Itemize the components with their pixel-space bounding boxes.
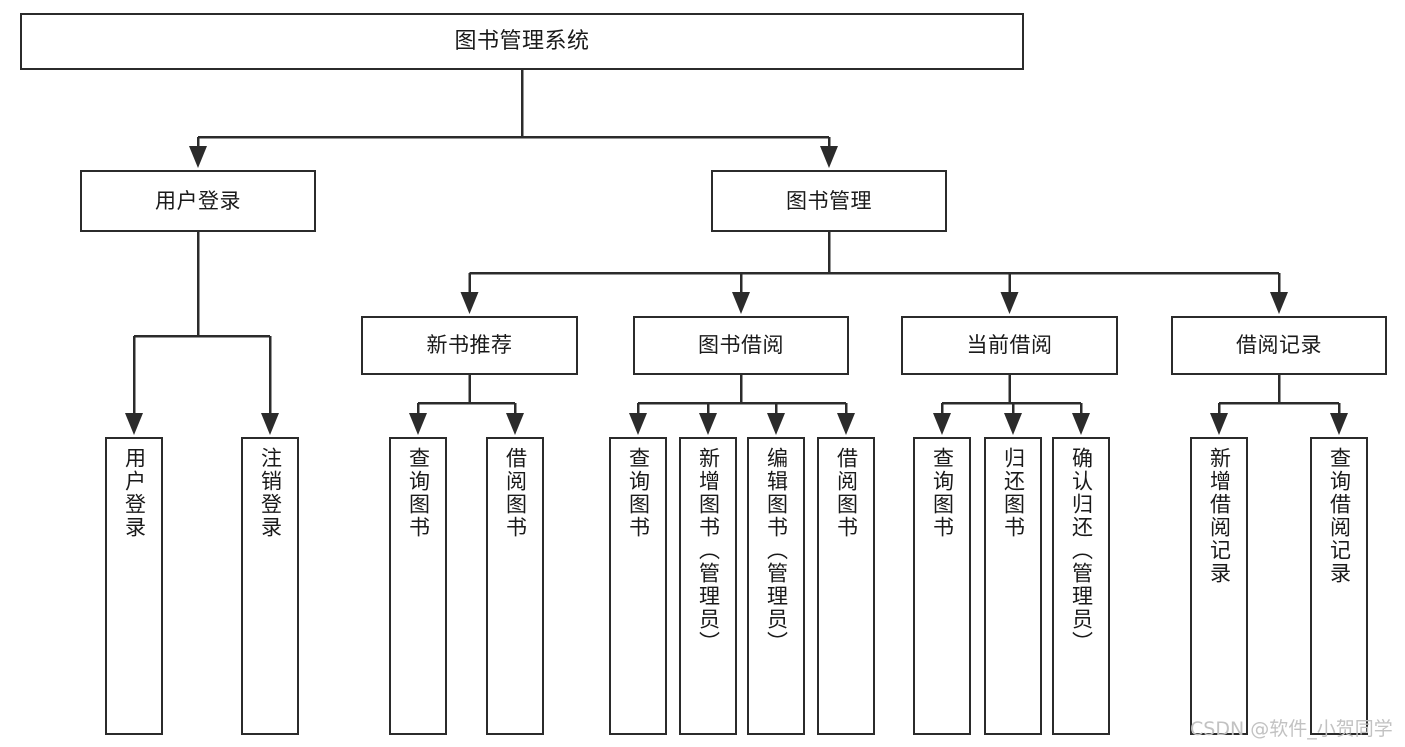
node-label: 查询图书 bbox=[406, 447, 431, 539]
arrowhead-icon bbox=[933, 413, 951, 435]
node-current-borrow[interactable]: 当前借阅 bbox=[901, 316, 1118, 375]
node-book-manage[interactable]: 图书管理 bbox=[711, 170, 947, 232]
arrowhead-icon bbox=[261, 413, 279, 435]
arrowhead-icon bbox=[1210, 413, 1228, 435]
node-leaf-query-book-1[interactable]: 查询图书 bbox=[389, 437, 447, 735]
arrowhead-icon bbox=[409, 413, 427, 435]
node-leaf-add-record[interactable]: 新增借阅记录 bbox=[1190, 437, 1248, 735]
node-label: 新增图书（管理员） bbox=[696, 447, 721, 654]
node-leaf-return-book[interactable]: 归还图书 bbox=[984, 437, 1042, 735]
arrowhead-icon bbox=[767, 413, 785, 435]
node-label: 注销登录 bbox=[258, 447, 283, 539]
node-user-login[interactable]: 用户登录 bbox=[80, 170, 316, 232]
node-leaf-borrow-book-2[interactable]: 借阅图书 bbox=[817, 437, 875, 735]
node-label: 归还图书 bbox=[1001, 447, 1026, 539]
node-new-book-rec[interactable]: 新书推荐 bbox=[361, 316, 578, 375]
node-label: 借阅记录 bbox=[1236, 333, 1322, 358]
arrowhead-icon bbox=[1000, 292, 1019, 314]
node-label: 图书借阅 bbox=[698, 333, 784, 358]
node-label: 查询图书 bbox=[626, 447, 651, 539]
node-book-borrow[interactable]: 图书借阅 bbox=[633, 316, 849, 375]
node-label: 借阅图书 bbox=[503, 447, 528, 539]
arrowhead-icon bbox=[189, 146, 207, 168]
arrowhead-icon bbox=[1270, 292, 1288, 314]
arrowhead-icon bbox=[1072, 413, 1090, 435]
node-label: 图书管理 bbox=[786, 188, 872, 213]
node-leaf-query-book-3[interactable]: 查询图书 bbox=[913, 437, 971, 735]
node-leaf-borrow-book-1[interactable]: 借阅图书 bbox=[486, 437, 544, 735]
node-label: 新书推荐 bbox=[426, 333, 513, 358]
arrowhead-icon bbox=[506, 413, 524, 435]
node-leaf-user-login[interactable]: 用户登录 bbox=[105, 437, 163, 735]
node-leaf-user-logout[interactable]: 注销登录 bbox=[241, 437, 299, 735]
arrowhead-icon bbox=[837, 413, 855, 435]
node-label: 编辑图书（管理员） bbox=[764, 447, 789, 654]
node-leaf-add-book[interactable]: 新增图书（管理员） bbox=[679, 437, 737, 735]
csdn-watermark: CSDN @软件_小贺同学 bbox=[1190, 718, 1393, 740]
node-root[interactable]: 图书管理系统 bbox=[20, 13, 1024, 70]
node-label: 当前借阅 bbox=[966, 333, 1053, 358]
node-label: 用户登录 bbox=[155, 188, 241, 213]
arrowhead-icon bbox=[820, 146, 838, 168]
arrowhead-icon bbox=[460, 292, 479, 314]
node-leaf-edit-book[interactable]: 编辑图书（管理员） bbox=[747, 437, 805, 735]
node-label: 图书管理系统 bbox=[454, 28, 590, 54]
node-label: 确认归还（管理员） bbox=[1069, 447, 1094, 654]
arrowhead-icon bbox=[629, 413, 647, 435]
arrowhead-icon bbox=[732, 292, 750, 314]
node-label: 查询借阅记录 bbox=[1327, 447, 1352, 585]
node-label: 借阅图书 bbox=[834, 447, 859, 539]
node-label: 查询图书 bbox=[930, 447, 955, 539]
node-leaf-query-record[interactable]: 查询借阅记录 bbox=[1310, 437, 1368, 735]
node-label: 用户登录 bbox=[122, 447, 147, 539]
arrowhead-icon bbox=[699, 413, 717, 435]
node-leaf-confirm-return[interactable]: 确认归还（管理员） bbox=[1052, 437, 1110, 735]
arrowhead-icon bbox=[1004, 413, 1022, 435]
node-leaf-query-book-2[interactable]: 查询图书 bbox=[609, 437, 667, 735]
node-borrow-record[interactable]: 借阅记录 bbox=[1171, 316, 1387, 375]
arrowhead-icon bbox=[125, 413, 143, 435]
arrowhead-icon bbox=[1330, 413, 1348, 435]
node-label: 新增借阅记录 bbox=[1207, 447, 1232, 585]
